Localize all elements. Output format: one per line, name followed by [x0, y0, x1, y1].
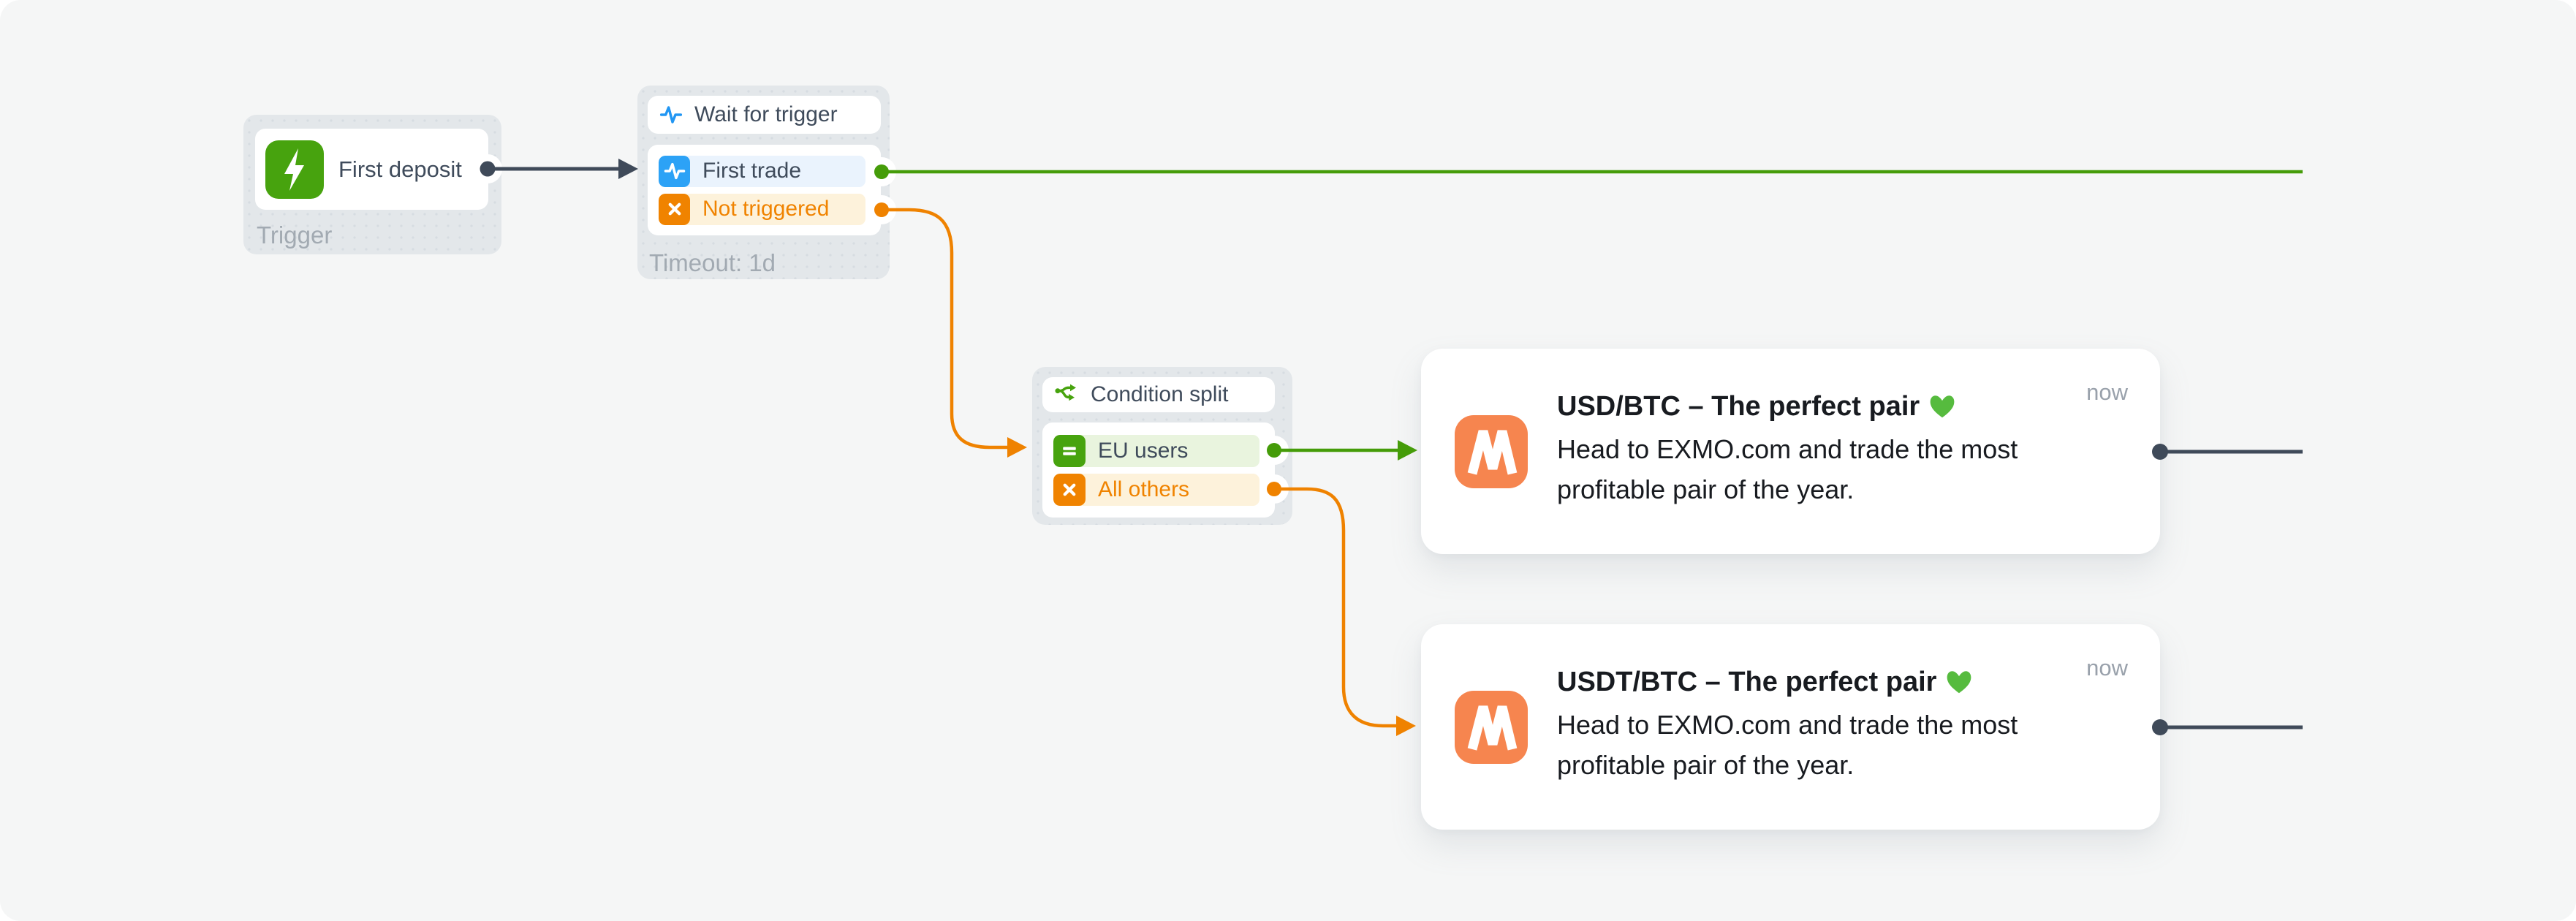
- trigger-node-label: First deposit: [338, 156, 462, 182]
- condition-node-title: Condition split: [1091, 382, 1229, 406]
- connector-not-triggered-to-condition[interactable]: [874, 202, 1027, 458]
- cross-icon: [1053, 473, 1086, 506]
- pulse-icon: [659, 103, 683, 126]
- connector-trigger-to-wait[interactable]: [480, 159, 639, 179]
- branch-label: All others: [1098, 477, 1190, 501]
- trigger-node-card[interactable]: First deposit: [255, 129, 488, 210]
- green-heart-emoji: [1947, 671, 1971, 694]
- message-content: USDT/BTC – The perfect pair Head to EXMO…: [1557, 664, 2069, 785]
- equals-icon: [1053, 434, 1086, 467]
- branch-label: First trade: [702, 159, 802, 183]
- m-logo-icon: [1455, 415, 1528, 488]
- cross-icon: [659, 193, 690, 225]
- pulse-icon: [659, 155, 690, 187]
- green-heart-emoji: [1930, 395, 1955, 418]
- condition-node-branches: EU users All others: [1042, 422, 1275, 518]
- trigger-node-caption: Trigger: [257, 221, 333, 249]
- message-card-usd-btc[interactable]: USD/BTC – The perfect pair Head to EXMO.…: [1421, 349, 2160, 554]
- wait-node-branches: First trade Not triggered: [648, 145, 881, 235]
- wait-for-trigger-node[interactable]: Wait for trigger First trade Not trigger…: [637, 86, 890, 279]
- trigger-node[interactable]: First deposit Trigger: [243, 115, 501, 254]
- message-body: Head to EXMO.com and trade the most prof…: [1557, 434, 2018, 504]
- branch-not-triggered[interactable]: Not triggered: [659, 193, 865, 225]
- branch-eu-users[interactable]: EU users: [1053, 434, 1259, 467]
- branch-label: Not triggered: [702, 197, 830, 221]
- branch-all-others[interactable]: All others: [1053, 473, 1259, 506]
- condition-node-header[interactable]: Condition split: [1042, 377, 1275, 412]
- wait-node-caption: Timeout: 1d: [649, 249, 776, 276]
- connector-first-trade[interactable]: [874, 164, 2303, 179]
- m-logo-icon: [1455, 691, 1528, 764]
- lightning-bolt-icon: [265, 140, 324, 199]
- split-arrows-icon: [1054, 383, 1080, 406]
- connector-message2-out[interactable]: [2152, 719, 2303, 735]
- message-timestamp: now: [2086, 655, 2128, 681]
- message-title: USDT/BTC – The perfect pair: [1557, 667, 1937, 697]
- message-timestamp: now: [2086, 379, 2128, 405]
- connector-message1-out[interactable]: [2152, 444, 2303, 460]
- message-card-usdt-btc[interactable]: USDT/BTC – The perfect pair Head to EXMO…: [1421, 624, 2160, 830]
- message-content: USD/BTC – The perfect pair Head to EXMO.…: [1557, 388, 2069, 509]
- branch-label: EU users: [1098, 438, 1189, 463]
- condition-split-node[interactable]: Condition split EU users All other: [1032, 367, 1292, 525]
- wait-node-title: Wait for trigger: [694, 102, 838, 126]
- message-body: Head to EXMO.com and trade the most prof…: [1557, 710, 2018, 780]
- wait-node-header[interactable]: Wait for trigger: [648, 96, 881, 134]
- branch-first-trade[interactable]: First trade: [659, 155, 865, 187]
- message-title: USD/BTC – The perfect pair: [1557, 391, 1920, 422]
